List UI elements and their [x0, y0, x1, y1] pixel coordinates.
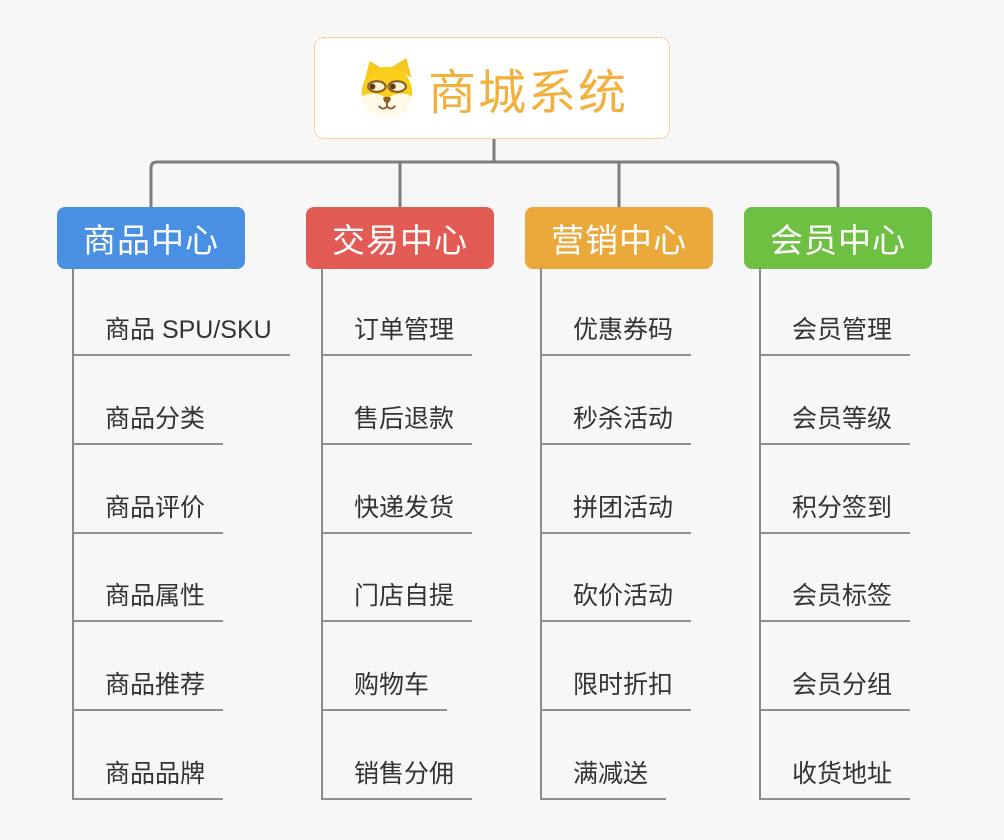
leaf-item[interactable]: 商品推荐 [73, 670, 224, 712]
branch-spine [759, 268, 761, 800]
leaf-item[interactable]: 优惠券码 [541, 315, 692, 356]
leaf-item[interactable]: 秒杀活动 [541, 404, 692, 445]
leaf-item[interactable]: 商品品牌 [73, 759, 224, 800]
leaf-item[interactable]: 满减送 [541, 759, 667, 800]
leaf-item[interactable]: 会员分组 [760, 670, 911, 712]
leaf-item[interactable]: 商品 SPU/SKU [73, 315, 290, 356]
branch-node-4[interactable]: 会员中心 [744, 207, 932, 269]
leaf-item[interactable]: 会员标签 [760, 581, 911, 623]
branch-node-3[interactable]: 营销中心 [525, 207, 713, 269]
root-title: 商城系统 [427, 67, 628, 120]
branch-spine [72, 268, 74, 800]
dog-face-icon [361, 57, 413, 118]
branch-label: 会员中心 [770, 222, 906, 259]
branch-node-2[interactable]: 交易中心 [306, 207, 494, 269]
branch-node-1[interactable]: 商品中心 [57, 207, 245, 269]
branch-label: 商品中心 [83, 222, 219, 259]
leaf-item[interactable]: 积分签到 [760, 493, 911, 534]
leaf-item[interactable]: 购物车 [322, 670, 448, 712]
leaf-item[interactable]: 限时折扣 [541, 670, 692, 712]
leaf-item[interactable]: 会员等级 [760, 404, 911, 445]
leaf-item[interactable]: 门店自提 [322, 581, 473, 623]
root-node[interactable]: 商城系统 [314, 37, 670, 139]
leaf-item[interactable]: 会员管理 [760, 315, 911, 356]
leaf-item[interactable]: 订单管理 [322, 315, 473, 356]
branch-spine [321, 268, 323, 800]
branch-spine [540, 268, 542, 800]
leaf-item[interactable]: 商品评价 [73, 493, 224, 534]
leaf-item[interactable]: 拼团活动 [541, 493, 692, 534]
leaf-item[interactable]: 快递发货 [322, 493, 473, 534]
leaf-item[interactable]: 商品属性 [73, 581, 224, 623]
branch-label: 营销中心 [551, 222, 687, 259]
branch-label: 交易中心 [332, 222, 468, 259]
leaf-item[interactable]: 销售分佣 [322, 759, 473, 800]
leaf-item[interactable]: 砍价活动 [541, 581, 692, 623]
leaf-item[interactable]: 商品分类 [73, 404, 224, 445]
leaf-item[interactable]: 售后退款 [322, 404, 473, 445]
leaf-item[interactable]: 收货地址 [760, 759, 911, 800]
